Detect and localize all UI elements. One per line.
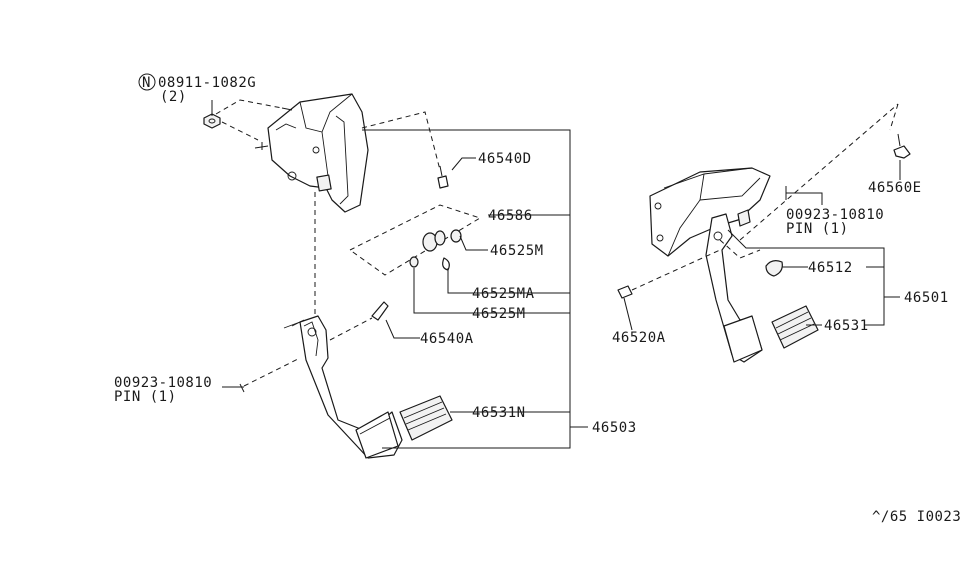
pedal-pad-46531N [399,395,453,441]
stopper-46512 [765,260,783,277]
n-circle-label: N [142,75,151,91]
label-pin-left-part: 00923-10810 [114,375,212,391]
pin-46520A [617,249,721,299]
diagram-reference-code: ^/65 I0023 [872,509,961,525]
label-46525M-b: 46525M [472,306,526,322]
label-46525MA: 46525MA [472,286,535,302]
label-08911-1082G: 08911-1082G [158,75,256,91]
brake-pedal-arm [705,209,763,363]
n-circle-icon [138,73,156,91]
label-46531N: 46531N [472,405,526,421]
label-46540A: 46540A [420,331,474,347]
bushing-set [409,229,462,271]
label-pin-right-part: 00923-10810 [786,207,884,223]
label-46540D: 46540D [478,151,532,167]
bolt-46540D [437,165,449,189]
bolt-46540A [329,301,389,341]
label-nut-qty: (2) [160,89,187,105]
label-pin-right-qty: PIN (1) [786,221,849,237]
label-46586: 46586 [488,208,533,224]
clutch-pedal-arm [283,315,403,459]
left-pedal-bracket [254,93,369,213]
label-pin-left-qty: PIN (1) [114,389,177,405]
label-46501: 46501 [904,290,949,306]
label-46560E: 46560E [868,180,922,196]
label-46531: 46531 [824,318,869,334]
nut [203,113,221,129]
label-46503: 46503 [592,420,637,436]
clip-46560E [893,133,911,159]
pin-left [239,357,301,393]
pedal-pad-46531 [771,305,819,349]
right-pedal-bracket [649,167,771,257]
label-46520A: 46520A [612,330,666,346]
label-46525M-a: 46525M [490,243,544,259]
label-46512: 46512 [808,260,853,276]
